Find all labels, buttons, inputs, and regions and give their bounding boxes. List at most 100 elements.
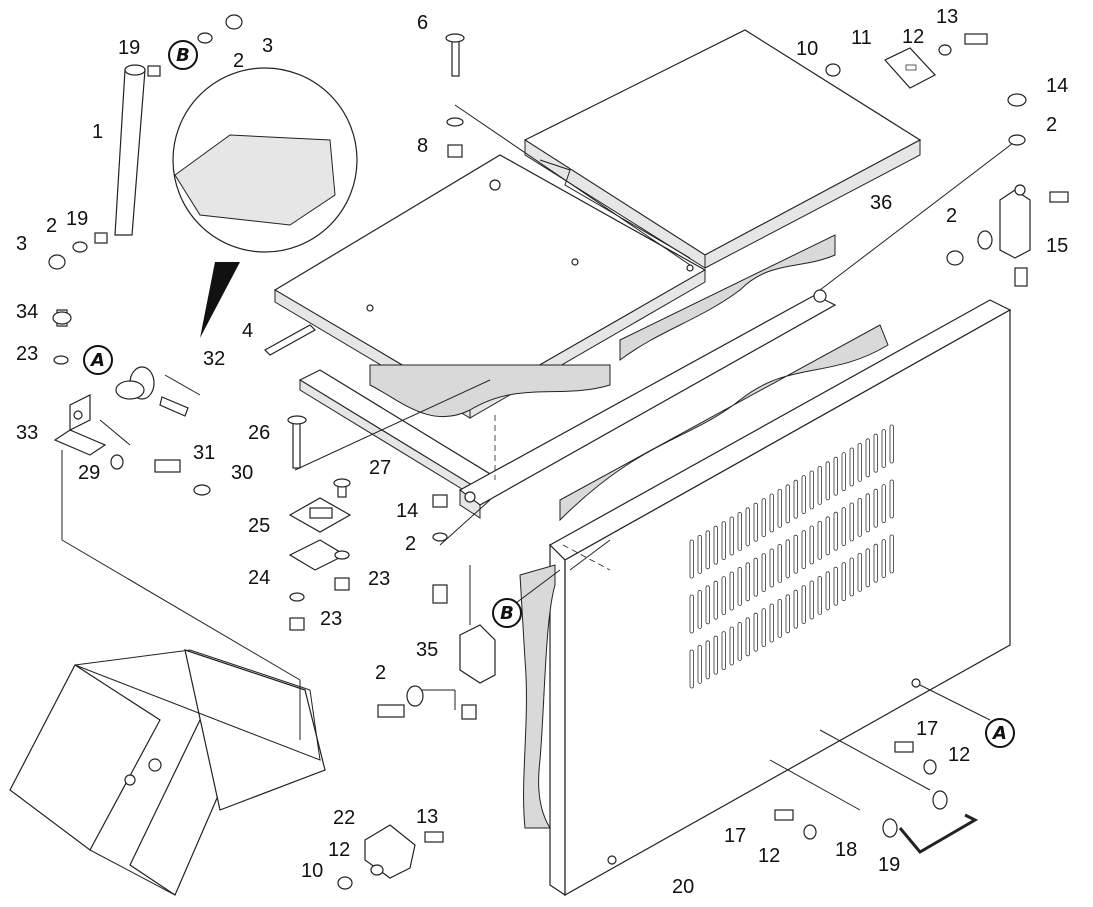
callout-27: 27 (369, 457, 391, 479)
vent-slot (689, 649, 694, 689)
callout-12: 12 (758, 845, 780, 867)
foam-strip-panel (519, 324, 889, 829)
vent-slot (777, 544, 782, 583)
ref-badge-label: A (89, 350, 105, 371)
callout-20: 20 (672, 876, 694, 898)
callout-26: 26 (248, 422, 270, 444)
vent-slot (889, 479, 894, 519)
vent-slot (721, 521, 726, 560)
bracket-35 (459, 624, 496, 684)
callout-23: 23 (368, 568, 390, 590)
callout-17: 17 (724, 825, 746, 847)
vent-slot (689, 594, 694, 634)
callout-10: 10 (301, 860, 323, 882)
vent-slot (713, 525, 718, 565)
callout-2: 2 (946, 205, 957, 227)
vent-slot (889, 534, 894, 574)
vent-slot (809, 470, 814, 510)
callout-30: 30 (231, 462, 253, 484)
vent-slot (889, 424, 894, 464)
callout-3: 3 (262, 35, 273, 57)
vent-slot (833, 566, 838, 606)
callout-12: 12 (902, 26, 924, 48)
callout-32: 32 (203, 348, 225, 370)
vent-slot (865, 438, 870, 478)
vent-slot (769, 493, 774, 533)
vent-slot (777, 599, 782, 638)
ref-badge-a-lock: A (83, 345, 113, 375)
side-panel-20 (549, 299, 1012, 897)
vent-slot (873, 488, 878, 528)
vent-slot (841, 507, 846, 547)
callout-25: 25 (248, 515, 270, 537)
callout-1: 1 (92, 121, 103, 143)
ref-badge-b-panel: B (492, 598, 522, 628)
vent-slot (697, 535, 702, 574)
vent-slot (873, 433, 878, 473)
callout-4: 4 (242, 320, 253, 342)
vent-slot (705, 530, 710, 570)
vent-slot (865, 493, 870, 533)
callout-34: 34 (16, 301, 38, 323)
vent-slot (849, 447, 854, 487)
rear-top-lid (523, 29, 922, 269)
callout-2: 2 (405, 533, 416, 555)
vent-slot (833, 456, 838, 496)
vent-slot (849, 502, 854, 542)
callout-23: 23 (320, 608, 342, 630)
callout-19: 19 (66, 208, 88, 230)
vent-slot (881, 484, 886, 524)
callout-19: 19 (878, 854, 900, 876)
ref-badge-a-panel: A (985, 718, 1015, 748)
callout-31: 31 (193, 442, 215, 464)
top-frame-rails (298, 289, 837, 519)
callout-18: 18 (835, 839, 857, 861)
callout-24: 24 (248, 567, 270, 589)
vent-slot (857, 553, 862, 592)
vent-slot (801, 585, 806, 624)
vent-slots (689, 424, 894, 689)
vent-slot (689, 539, 694, 579)
hardware-bag-detail (172, 67, 358, 338)
vent-slot (769, 548, 774, 588)
ref-badges: A A B B (83, 40, 1015, 748)
vent-slot (809, 525, 814, 565)
vent-slot (857, 497, 862, 537)
callout-numbers: 1 2 2 2 2 2 2 3 3 4 6 8 10 10 11 12 12 1… (16, 6, 1068, 898)
callout-2: 2 (233, 50, 244, 72)
vent-slot (737, 567, 742, 606)
callout-14: 14 (1046, 75, 1068, 97)
ref-badge-label: B (500, 603, 514, 624)
vent-slot (729, 571, 734, 611)
vent-slot (785, 539, 790, 579)
leader-lines (61, 104, 1018, 811)
vent-slot (705, 585, 710, 625)
panel-handle-19 (882, 790, 979, 854)
vent-slot (801, 475, 806, 515)
vent-slot (721, 631, 726, 670)
vent-slot (793, 589, 798, 629)
vent-slot (841, 452, 846, 492)
vent-slot (737, 622, 742, 661)
callout-17: 17 (916, 718, 938, 740)
callout-13: 13 (936, 6, 958, 28)
vent-slot (825, 516, 830, 556)
vent-slot (697, 645, 702, 684)
bracket-33 (53, 394, 107, 456)
vent-slot (753, 557, 758, 597)
vent-slot (737, 512, 742, 551)
bracket-11 (884, 47, 936, 89)
vent-slot (817, 576, 822, 615)
callout-13: 13 (416, 806, 438, 828)
vent-slot (881, 539, 886, 578)
vent-slot (881, 429, 886, 469)
callout-14: 14 (396, 500, 418, 522)
callout-19: 19 (118, 37, 140, 59)
lift-handle-1 (114, 64, 146, 236)
callout-12: 12 (948, 744, 970, 766)
vent-slot (793, 534, 798, 574)
vent-slot (729, 626, 734, 666)
vent-slot (753, 612, 758, 652)
vent-slot (825, 571, 830, 611)
